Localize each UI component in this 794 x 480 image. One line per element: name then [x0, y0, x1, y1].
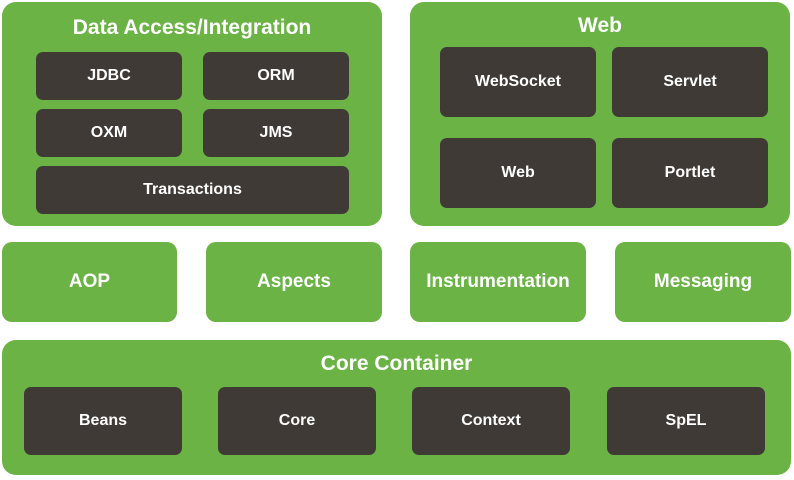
aop-module: AOP — [2, 242, 177, 322]
orm-module: ORM — [203, 52, 349, 100]
context-module: Context — [412, 387, 570, 455]
oxm-module: OXM — [36, 109, 182, 157]
instrumentation-module: Instrumentation — [410, 242, 586, 322]
core-module: Core — [218, 387, 376, 455]
jms-module: JMS — [203, 109, 349, 157]
portlet-module: Portlet — [612, 138, 768, 208]
transactions-module: Transactions — [36, 166, 349, 214]
spel-module: SpEL — [607, 387, 765, 455]
web-title: Web — [578, 14, 622, 37]
servlet-module: Servlet — [612, 47, 768, 117]
aspects-module: Aspects — [206, 242, 382, 322]
core-container-panel: Core Container Beans Core Context SpEL — [2, 340, 791, 475]
data-access-integration-panel: Data Access/Integration JDBC ORM OXM JMS… — [2, 2, 382, 226]
beans-module: Beans — [24, 387, 182, 455]
web-panel: Web WebSocket Servlet Web Portlet — [410, 2, 790, 226]
data-access-integration-title: Data Access/Integration — [72, 16, 312, 39]
core-container-title: Core Container — [320, 352, 473, 375]
messaging-module: Messaging — [615, 242, 791, 322]
jdbc-module: JDBC — [36, 52, 182, 100]
websocket-module: WebSocket — [440, 47, 596, 117]
web-module: Web — [440, 138, 596, 208]
